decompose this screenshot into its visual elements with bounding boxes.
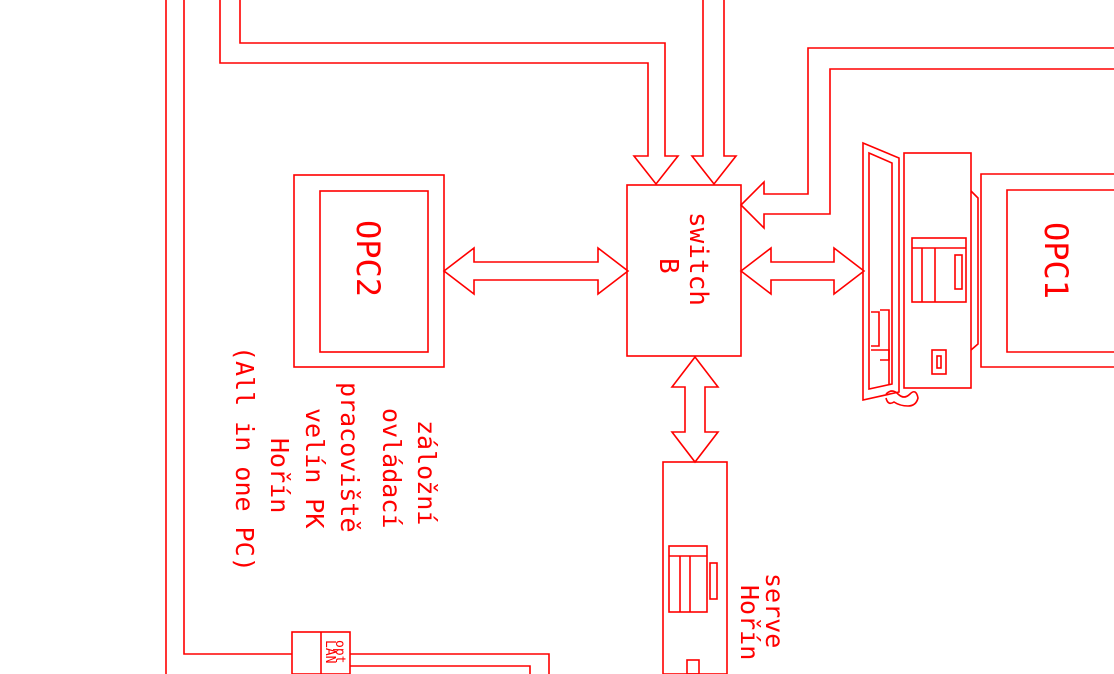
link-opc2-switch: [442, 246, 630, 296]
opt-label: opt: [332, 640, 347, 663]
switch-label-line2: B: [653, 258, 683, 274]
opc1-monitor: OPC1: [970, 173, 1114, 368]
switch-label-line1: switch: [683, 212, 713, 306]
opc2-monitor: OPC2: [293, 174, 445, 368]
backup-line6: (All in one PC): [230, 346, 259, 572]
workstation-tower-icon: [903, 152, 972, 389]
backup-line1: záložní: [412, 420, 441, 525]
left-cable: [165, 0, 292, 674]
backup-line3: pracoviště: [335, 382, 364, 533]
server-rack-icon: serve Hořín: [662, 461, 789, 674]
lan-label: LAN: [322, 640, 337, 663]
right-link-top: [739, 47, 1114, 230]
server-line2: Hořín: [735, 585, 764, 660]
opc1-label: OPC1: [1037, 222, 1075, 299]
keyboard-icon: [862, 141, 919, 407]
switch-b: switch B: [626, 184, 742, 357]
backup-station-text: záložní ovládací pracoviště velín PK Hoř…: [230, 346, 441, 572]
server-line1: serve: [760, 573, 789, 648]
backup-line4: velín PK: [300, 408, 329, 528]
lan-opt-box: LAN opt: [291, 631, 550, 674]
top-link-right: [690, 0, 738, 186]
link-switch-server: [670, 355, 720, 464]
opc2-label: OPC2: [349, 220, 387, 297]
top-link-left: [219, 0, 680, 186]
backup-line5: Hořín: [265, 438, 294, 513]
backup-line2: ovládací: [377, 408, 406, 528]
link-switch-opc1: [739, 246, 866, 296]
